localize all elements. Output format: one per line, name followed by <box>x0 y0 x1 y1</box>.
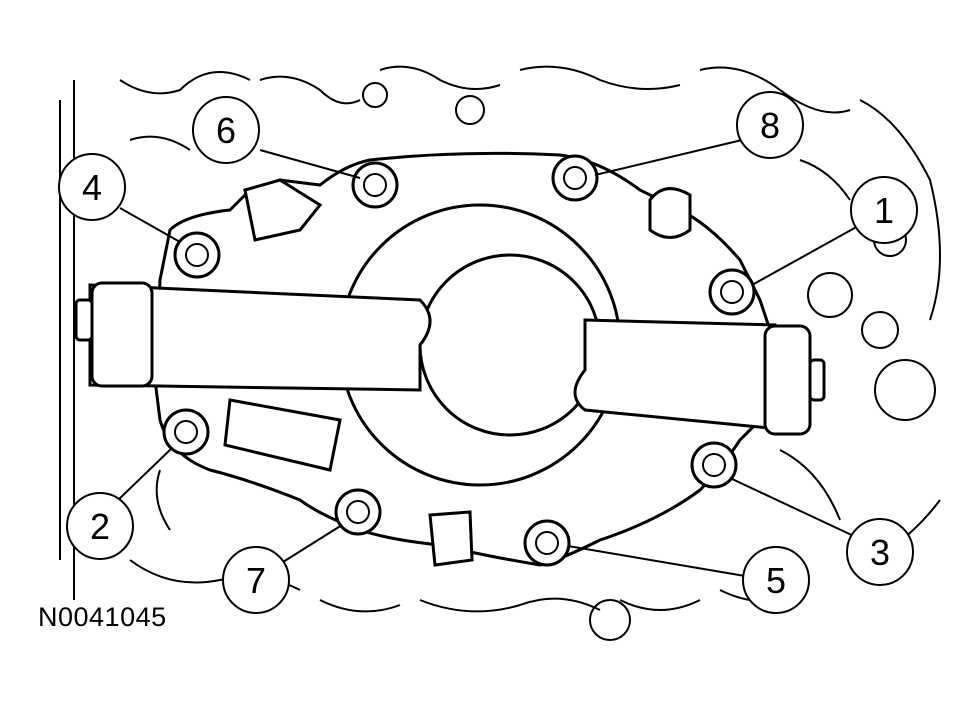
svg-text:5: 5 <box>766 560 786 601</box>
svg-text:3: 3 <box>870 532 890 573</box>
housing-tabs <box>223 178 692 567</box>
svg-text:1: 1 <box>874 190 894 231</box>
callout-3: 3 <box>846 518 914 586</box>
callout-leaders <box>117 139 861 577</box>
callout-2: 2 <box>66 492 134 560</box>
callout-1: 1 <box>850 176 918 244</box>
svg-text:8: 8 <box>760 105 780 146</box>
svg-text:2: 2 <box>90 506 110 547</box>
pump-rotor-housing <box>338 203 622 487</box>
bolt-6 <box>351 161 399 209</box>
bolt-5 <box>523 519 571 567</box>
svg-text:7: 7 <box>246 560 266 601</box>
bolt-3 <box>690 441 738 489</box>
svg-text:6: 6 <box>216 110 236 151</box>
callout-7: 7 <box>222 546 290 614</box>
callout-4: 4 <box>58 153 126 221</box>
bolt-1 <box>708 268 756 316</box>
bolt-2 <box>162 408 210 456</box>
pump-shaft-tube <box>74 281 826 436</box>
svg-text:4: 4 <box>82 167 102 208</box>
callout-6: 6 <box>192 96 260 164</box>
bolt-4 <box>173 231 221 279</box>
figure-reference-id: N0041045 <box>38 602 167 632</box>
bolt-8 <box>551 154 599 202</box>
callout-5: 5 <box>742 546 810 614</box>
bolt-7 <box>334 488 382 536</box>
callout-8: 8 <box>736 91 804 159</box>
